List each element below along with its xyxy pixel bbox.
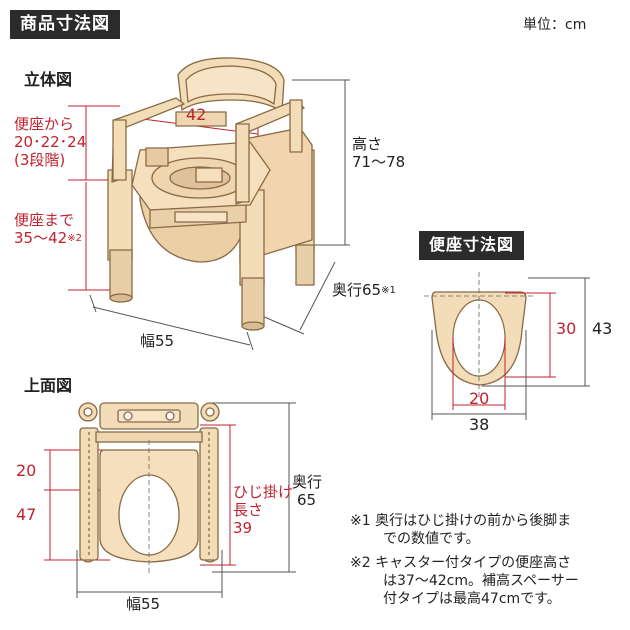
armrest-length-label-2: 長さ <box>233 501 264 519</box>
unit-label: 単位：cm <box>523 17 587 33</box>
depth-label: 奥行65※1 <box>332 281 396 299</box>
armrest-length-label-3: 39 <box>233 519 253 537</box>
footnote-2: ※2 キャスター付タイプの便座高さ <box>350 554 571 572</box>
depth-note-mark: ※1 <box>381 285 396 296</box>
seat-outer-height-label: 43 <box>592 319 613 338</box>
footnote-1-line-2: での数値です。 <box>383 531 480 547</box>
width-label: 幅55 <box>140 332 175 350</box>
top-view-title: 上面図 <box>24 376 73 395</box>
footnote-2-line-3: 付タイプは最高47cmです。 <box>383 591 561 607</box>
armrest-height-label-3: (3段階) <box>14 151 66 169</box>
page-title: 商品寸法図 <box>10 10 120 39</box>
seat-height-label-2: 35～42※2 <box>14 229 82 247</box>
top-dim-20-label: 20 <box>16 461 37 480</box>
footnote-1-mark: ※1 <box>350 513 371 529</box>
seat-dimension-title: 便座寸法図 <box>419 231 525 260</box>
footnote-2-line-2: は37～42cm。補高スペーサー <box>383 573 579 589</box>
top-dim-47-label: 47 <box>16 505 37 524</box>
seat-height-label-1: 便座まで <box>14 211 75 229</box>
footnote-2-text-1: キャスター付タイプの便座高さ <box>375 555 572 571</box>
armrest-height-label-2: 20･22･24 <box>14 133 87 151</box>
armrest-height-label-1: 便座から <box>14 115 75 133</box>
height-label-2: 71～78 <box>352 153 406 171</box>
footnote-1: ※1 奥行はひじ掛けの前から後脚ま <box>350 512 571 530</box>
inner-width-label: 42 <box>186 105 207 124</box>
seat-inner-width-label: 20 <box>469 389 490 408</box>
seat-inner-height-label: 30 <box>556 319 577 338</box>
top-depth-label-2: 65 <box>297 491 317 509</box>
height-label-1: 高さ <box>352 135 383 153</box>
footnote-2-mark: ※2 <box>350 555 371 571</box>
armrest-length-label-1: ひじ掛け <box>233 483 294 501</box>
top-depth-label-1: 奥行 <box>292 473 323 491</box>
seat-height-note-mark: ※2 <box>67 233 82 244</box>
footnote-1-text-1: 奥行はひじ掛けの前から後脚ま <box>375 513 572 529</box>
perspective-view-title: 立体図 <box>24 70 73 89</box>
seat-outer-width-label: 38 <box>469 415 490 434</box>
top-width-label: 幅55 <box>126 595 161 613</box>
